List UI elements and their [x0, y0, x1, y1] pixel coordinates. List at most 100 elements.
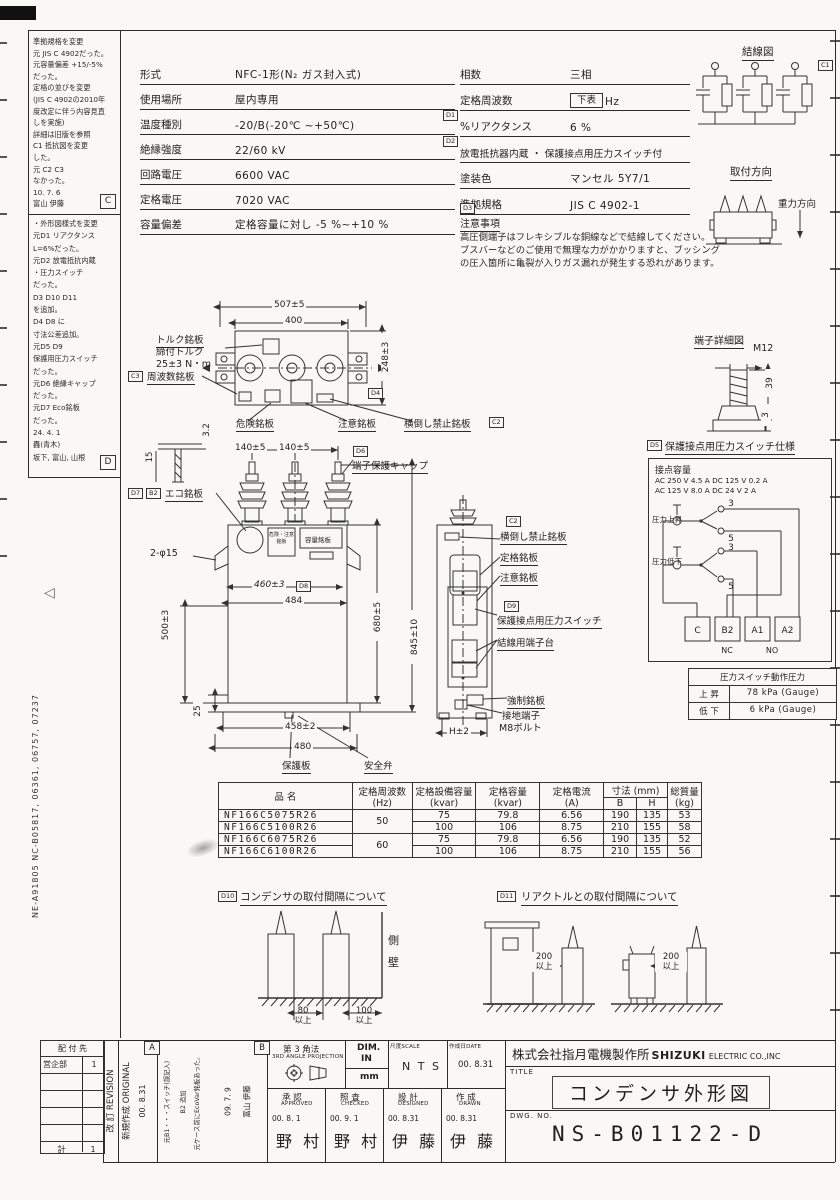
original-label: 新規作成 ORIGINAL [122, 1062, 132, 1140]
dim-500: 500±3 [161, 601, 171, 649]
notes-title: 注意事項 [460, 215, 500, 232]
part-current: 8.75 [539, 845, 605, 858]
part-freq: 50 [351, 809, 413, 834]
pressure-switch-label: 保護接点用圧力スイッチ [497, 613, 602, 629]
col-dimensions: 寸法 (mm) [603, 782, 668, 798]
spec-label: 回路電圧 [140, 169, 182, 181]
pressure-table-title: 圧力スイッチ動作圧力 [719, 673, 805, 683]
spec-row-circuit-voltage: 回路電圧 6600 VAC [140, 158, 455, 185]
dim-100-unit: 以上 [355, 1016, 373, 1026]
spec-value: 22/60 kV [235, 145, 286, 157]
original-date: 00. 8.31 [138, 1084, 147, 1118]
col-rated-capacity: 定格容量(kvar) [475, 782, 541, 810]
col-mass-unit: (kg) [675, 797, 694, 809]
terminal-a2: A2 [782, 626, 794, 636]
part-current: 8.75 [539, 821, 605, 834]
marker-d9: D9 [504, 601, 520, 612]
terminal-detail-drawing [655, 330, 835, 438]
third-angle-jp: 第 3 角法 [283, 1045, 320, 1055]
distribution-title: 配 付 先 [41, 1041, 104, 1057]
spec-label: 準拠規格 [460, 199, 502, 211]
date-label: 作成日DATE [449, 1044, 482, 1050]
contact-capacity-line1: AC 250 V 4.5 A DC 125 V 0.2 A [655, 476, 768, 485]
dim-480: 480 [292, 742, 314, 752]
tb-l1 [103, 1040, 104, 1162]
col-mass: 総質量(kg) [666, 782, 703, 810]
torque-plate-label-2: 締付トルク [156, 347, 204, 358]
table-row: NF166C6075R26 60 75 79.8 6.56 190 135 52 [218, 833, 703, 858]
tb-l9 [325, 1088, 326, 1162]
part-rated: 106 [475, 845, 541, 858]
dim-2-phi15: 2-φ15 [150, 548, 178, 559]
danger-caution-plate: 危険・注意 銘板 [268, 532, 295, 546]
pressure-rise-label: 圧力上昇 [652, 515, 682, 524]
drawn-name: 伊 藤 [450, 1132, 497, 1151]
spec-value: NFC-1形(N₂ ガス封入式) [235, 69, 362, 81]
fall-row-value: 6 kPa (Gauge) [749, 705, 817, 715]
part-name: NF166C5075R26 [218, 809, 353, 822]
drawing-title: コンデンサ外形図 [552, 1076, 771, 1109]
scan-smudge [184, 835, 222, 861]
marker-c2-top: C2 [489, 417, 504, 428]
designed-jp: 設 計 [398, 1093, 418, 1103]
marker-d4: D4 [368, 388, 384, 399]
part-b: 210 [603, 821, 638, 834]
spec-value: JIS C 4902-1 [570, 200, 641, 212]
projection-symbol [285, 1062, 329, 1084]
spec-label: 定格電圧 [140, 194, 182, 206]
dim-39: 39 [765, 369, 775, 397]
mounting-title: 取付方向 [730, 164, 772, 181]
dist-qty: 1 [90, 1145, 96, 1154]
spec-row-phase: 相数三相 [460, 58, 690, 85]
company-logo: SHIZUKI [651, 1049, 706, 1062]
spec-value: 6600 VAC [235, 170, 290, 182]
company-name-jp: 株式会社指月電機製作所 [512, 1047, 650, 1062]
spec-value: Hz [605, 96, 620, 108]
contact-5a: 5 [728, 534, 734, 544]
dim-680: 680±5 [373, 593, 383, 641]
tb-l8 [505, 1040, 506, 1162]
top-view-drawing [140, 293, 450, 493]
part-b: 190 [603, 809, 638, 822]
col-h: H [636, 797, 668, 810]
tb-l11 [441, 1088, 442, 1162]
spec-label: 温度種別 [140, 119, 182, 131]
dim-200a: 200 [535, 952, 553, 962]
tb-r1 [505, 1066, 835, 1067]
part-equip: 75 [411, 833, 477, 846]
spec-label: %リアクタンス [460, 121, 532, 133]
d10-title: コンデンサの取付間隔について [240, 889, 387, 906]
spec-value: 6 % [570, 122, 592, 134]
marker-d5: D5 [647, 440, 663, 451]
margin-triangle-mark: ◁ [44, 585, 55, 601]
plate-text: 銘板 [276, 539, 287, 545]
torque-plate-label: トルク銘板 [156, 332, 204, 348]
frame-inner-left [120, 30, 121, 1038]
title-label: TITLE [510, 1068, 534, 1076]
frame-right [835, 30, 836, 1162]
spec-row-location: 使用場所屋内専用 [140, 83, 455, 110]
dist-qty [82, 1074, 104, 1090]
margin-rev-c-notes: 準拠規格を変更元 JIS C 4902だった。元容量偏差 +15/-5%だった。… [33, 37, 108, 209]
margin-sep-1 [28, 214, 120, 215]
dim-h: H±2 [447, 727, 472, 737]
pressure-circuit: 3 5 3 5 C B2 A1 A2 NC NO [649, 499, 831, 655]
col-current-unit: (A) [564, 797, 579, 809]
tb-l10 [383, 1088, 384, 1162]
d11-title: リアクトルとの取付間隔について [521, 889, 678, 906]
tb-r2 [505, 1110, 835, 1111]
spec-value: マンセル 5Y7/1 [570, 173, 651, 185]
distribution-row [41, 1125, 104, 1142]
part-rated: 79.8 [475, 833, 541, 846]
marker-c2-side: C2 [506, 516, 521, 527]
table-row: NF166C5100R26 100 106 8.75 210 155 58 [218, 821, 703, 834]
spec-row-temp: 温度種別-20/B(-20℃ ~+50℃) [140, 108, 455, 135]
tb-top [103, 1040, 835, 1041]
marker-d8: D8 [296, 581, 312, 592]
distribution-row [41, 1091, 104, 1108]
col-frequency-unit: (Hz) [372, 797, 392, 809]
rev-a-tag: A [144, 1041, 160, 1055]
spec-value: 7020 VAC [235, 195, 290, 207]
